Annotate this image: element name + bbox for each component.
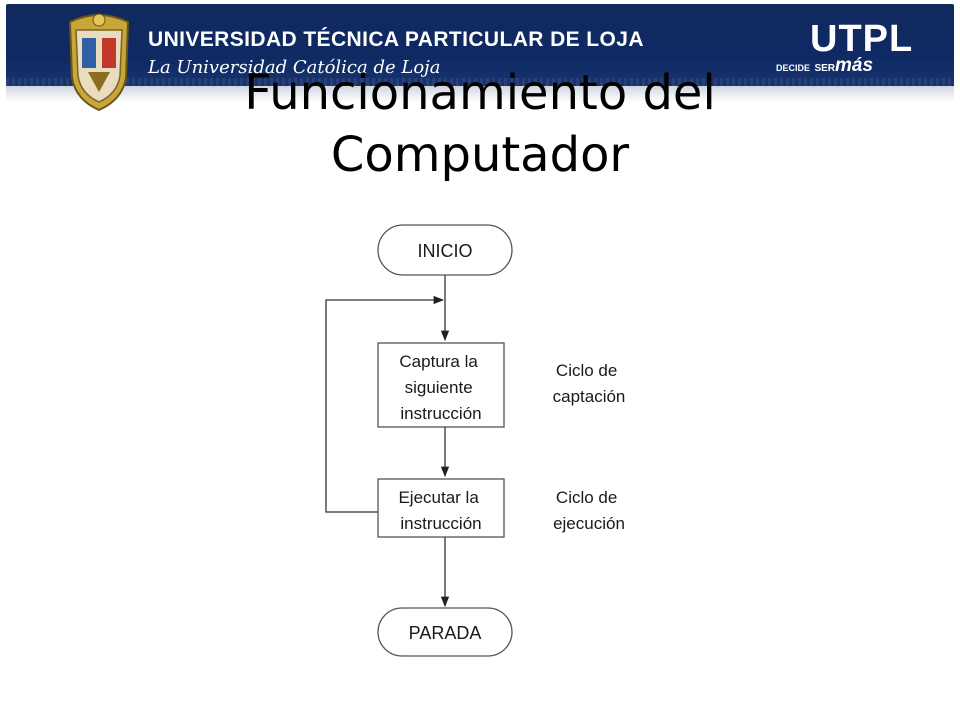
- slogan-emphasis: más: [835, 55, 874, 76]
- fetch-line: siguiente: [405, 378, 473, 397]
- execute-cycle-annotation: Ciclo de ejecución: [553, 488, 625, 533]
- fetch-cycle-annotation: Ciclo de captación: [553, 361, 626, 406]
- header-banner: UNIVERSIDAD TÉCNICA PARTICULAR DE LOJA L…: [0, 0, 960, 112]
- utpl-slogan: DECIDE SERmás: [776, 55, 873, 77]
- execute-cycle-line: Ciclo de: [556, 488, 617, 507]
- stop-label: PARADA: [409, 623, 482, 643]
- execute-process-label: Ejecutar la instrucción: [398, 488, 483, 533]
- university-crest-icon: [68, 13, 130, 112]
- utpl-logo: UTPL: [810, 18, 914, 60]
- fetch-process-box: [377, 342, 505, 428]
- slogan-prefix: DECIDE: [776, 63, 811, 73]
- slide-title: Funcionamiento del Computador: [244, 65, 716, 183]
- banner-fade-stripe: [6, 86, 954, 102]
- fetch-line: instrucción: [400, 404, 481, 423]
- start-terminator: [377, 224, 513, 276]
- connector-loop-back: [325, 295, 445, 513]
- fetch-cycle-line: captación: [553, 387, 626, 406]
- execute-line: Ejecutar la: [398, 488, 479, 507]
- start-label: INICIO: [417, 241, 472, 261]
- university-name: UNIVERSIDAD TÉCNICA PARTICULAR DE LOJA: [148, 28, 644, 51]
- fetch-line: Captura la: [399, 352, 478, 371]
- fetch-process-label: Captura la siguiente instrucción: [399, 352, 482, 423]
- slogan-mid: SER: [814, 63, 836, 74]
- stop-terminator: [377, 607, 513, 657]
- execute-process-box: [377, 478, 505, 538]
- execute-line: instrucción: [400, 514, 481, 533]
- banner-pattern-stripe: [6, 78, 954, 87]
- fetch-cycle-line: Ciclo de: [556, 361, 617, 380]
- execute-cycle-line: ejecución: [553, 514, 625, 533]
- university-motto: La Universidad Católica de Loja: [148, 57, 441, 78]
